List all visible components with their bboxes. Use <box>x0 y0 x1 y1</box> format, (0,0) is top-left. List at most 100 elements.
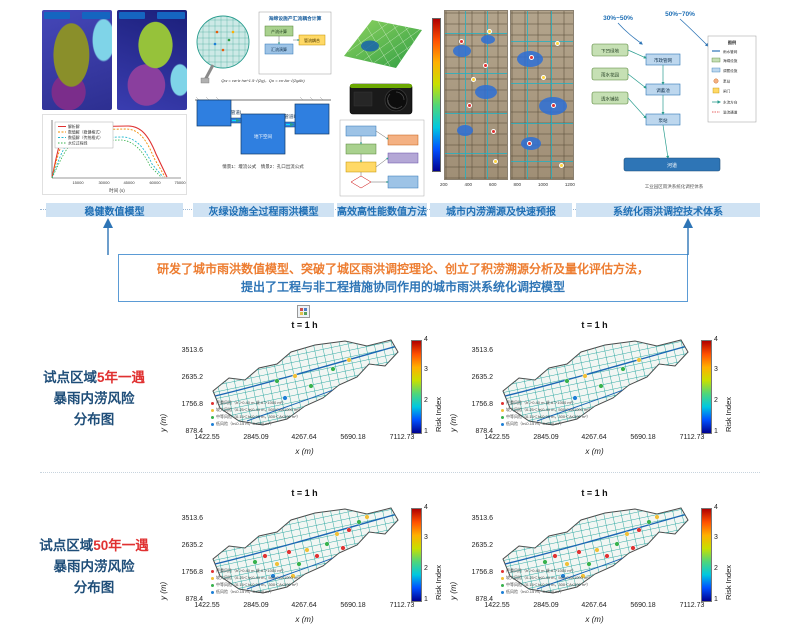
risk-map-panel: t = 1 h y (m) 3513.6 2635.2 1756.8 878.4… <box>447 488 735 630</box>
risk-map-5yr-left: t = 1 h y (m) 3513.6 2635.2 1756.8 878.4… <box>157 320 445 462</box>
pipe-label-1: 管道Ⅰ <box>231 109 241 116</box>
legend-entry: 泵站 <box>723 79 731 84</box>
legend-dot-blue <box>211 422 214 426</box>
flow-box: 产流计算 <box>271 28 287 34</box>
legend-label: 中等风险（0.15＜h≤0.25 m，300＜A≤500 m²） <box>506 414 591 419</box>
y-tick: 3513.6 <box>471 347 493 354</box>
colorbar-tick: 2 <box>424 565 428 572</box>
x-tick: 60000 <box>149 180 161 185</box>
method-label-robust-model: 稳健数值模型 <box>46 203 183 218</box>
colorbar-tick: 1 <box>714 596 718 603</box>
scenario-line-3: 分布图 <box>73 579 115 595</box>
legend-entry: 水流方向 <box>723 100 738 105</box>
summary-box: 研发了城市雨洪数值模型、突破了城区雨洪调控理论、创立了积涝溯源分析及量化评估方法… <box>118 254 688 302</box>
green-box: 雨水花园 <box>601 72 619 79</box>
x-tick: 5690.18 <box>630 434 656 441</box>
x-tick: 30000 <box>98 180 110 185</box>
legend-label: 中等风险（0.15＜h≤0.25 m，300＜A≤500 m²） <box>216 414 301 419</box>
figure-tool-icon <box>297 305 310 318</box>
diagram-caption: 工业园区雨洪系统化调控体系 <box>645 183 704 190</box>
method-label-tracing-forecast: 城市内涝溯源及快速预报 <box>430 203 572 218</box>
colorbar-label: Risk Index <box>434 396 443 432</box>
legend-dot-red <box>501 401 504 405</box>
legend-label: 中等风险（0.15＜h≤0.25 m，300＜A≤500 m²） <box>216 582 301 587</box>
legend-row: 较大风险（0.25＜h≤0.40 m，500＜A≤1000 m²） <box>211 407 303 413</box>
legend-row: 低风险（h≤0.15 m，A≤300 m²） <box>211 589 303 595</box>
legend-label: 严重风险（h＞0.40 m 或 A＞1000 m²） <box>506 568 577 573</box>
legend-entry: 海绵设施 <box>723 58 738 63</box>
risk-map-5yr-right: t = 1 h y (m) 3513.6 2635.2 1756.8 878.4… <box>447 320 735 462</box>
grey-box: 调蓄池 <box>656 87 670 94</box>
return-period-text: 5年一遇 <box>96 370 145 385</box>
colorbar-label: Risk Index <box>724 396 733 432</box>
diagram-legend: 图例 雨水管网 海绵设施 调蓄设施 泵站 闸门 水流方向 溢流通道 <box>707 35 757 123</box>
y-tick: 2635.2 <box>471 374 493 381</box>
depth-colorbar <box>432 18 441 172</box>
x-tick: 1422.55 <box>484 602 510 609</box>
y-tick: 878.4 <box>185 428 203 435</box>
colorbar-tick: 4 <box>424 336 428 343</box>
legend-row: 低风险（h≤0.15 m，A≤300 m²） <box>501 421 593 427</box>
model-result-maps <box>42 10 187 110</box>
scenario-label-50yr: 试点区域50年一遇 暴雨内涝风险 分布图 <box>30 536 158 599</box>
legend-dot-blue <box>501 422 504 426</box>
legend-label: 低风险（h≤0.15 m，A≤300 m²） <box>216 421 274 426</box>
grey-box: 泵站 <box>659 117 668 124</box>
y-axis-label: y (m) <box>449 581 458 600</box>
legend-label: 较大风险（0.25＜h≤0.40 m，500＜A≤1000 m²） <box>216 575 303 580</box>
risk-index-colorbar <box>411 340 422 434</box>
panel-grey-green-model-figure: 海绵设施产汇流耦合计算 产流计算 汇流演算 管流耦合 Qw = cw·b·hw^… <box>193 10 333 200</box>
region-text: 试点区域 <box>42 370 97 385</box>
y-tick: 3513.6 <box>181 347 203 354</box>
green-box: 透水铺装 <box>601 96 619 103</box>
legend-entry: 调蓄设施 <box>723 68 738 73</box>
risk-legend: 严重风险（h＞0.40 m 或 A＞1000 m²） 较大风险（0.25＜h≤0… <box>211 568 303 595</box>
legend-row: 中等风险（0.15＜h≤0.25 m，300＜A≤500 m²） <box>211 582 303 588</box>
x-tick: 2845.09 <box>243 434 269 441</box>
map-title: t = 1 h <box>581 320 608 330</box>
chart-legend-entry: 数值解（传统格式） <box>68 135 103 140</box>
y-tick: 3513.6 <box>181 515 203 522</box>
chart-legend-entry: 水位过程线 <box>68 141 88 146</box>
y-tick: 1756.8 <box>471 569 493 576</box>
x-tick: 400 <box>464 182 472 187</box>
y-tick: 2635.2 <box>181 374 203 381</box>
panel-robust-model-figure: 解析解 数值解（稳健格式） 数值解（传统格式） 水位过程线 15000 3000… <box>42 10 187 200</box>
risk-legend: 严重风险（h＞0.40 m 或 A＞1000 m²） 较大风险（0.25＜h≤0… <box>501 568 593 595</box>
legend-dot-green <box>211 583 214 587</box>
scenario-line-2: 暴雨内涝风险 <box>53 390 135 406</box>
legend-label: 低风险（h≤0.15 m，A≤300 m²） <box>216 589 274 594</box>
panel-inundation-tracing-figure: 200 400 600 800 1000 1200 <box>430 8 575 200</box>
x-tick: 1422.55 <box>194 434 220 441</box>
chart-legend-entry: 数值解（稳健格式） <box>68 130 103 135</box>
legend-label: 较大风险（0.25＜h≤0.40 m，500＜A≤1000 m²） <box>506 407 593 412</box>
method-label-text: 城市内涝溯源及快速预报 <box>446 206 556 218</box>
map-caption-chip <box>157 12 185 19</box>
colorbar-tick: 1 <box>714 428 718 435</box>
legend-dot-red <box>211 401 214 405</box>
x-tick: 5690.18 <box>340 434 366 441</box>
y-tick: 2635.2 <box>181 542 203 549</box>
aerial-photo-b <box>510 10 574 180</box>
legend-label: 严重风险（h＞0.40 m 或 A＞1000 m²） <box>506 400 577 405</box>
legend-label: 较大风险（0.25＜h≤0.40 m，500＜A≤1000 m²） <box>506 575 593 580</box>
river-box: 河道 <box>667 162 677 169</box>
panel-regulation-system-figure: 30%~50% 50%~70% 下凹绿地 雨水花园 透水铺装 市政管网 调蓄池 … <box>588 8 760 200</box>
colorbar-label: Risk Index <box>434 564 443 600</box>
legend-row: 严重风险（h＞0.40 m 或 A＞1000 m²） <box>501 568 593 574</box>
x-tick: 5690.18 <box>340 602 366 609</box>
legend-dot-green <box>501 583 504 587</box>
x-axis-label: x (m) <box>585 447 604 456</box>
legend-dot-blue <box>501 590 504 594</box>
scenario-line-1: 试点区域50年一遇 <box>30 536 158 557</box>
summary-line-1: 研发了城市雨洪数值模型、突破了城区雨洪调控理论、创立了积涝溯源分析及量化评估方法… <box>156 262 649 276</box>
grey-green-figure: 海绵设施产汇流耦合计算 产流计算 汇流演算 管流耦合 Qw = cw·b·hw^… <box>195 11 332 170</box>
legend-dot-red <box>211 569 214 573</box>
legend-row: 严重风险（h＞0.40 m 或 A＞1000 m²） <box>211 568 303 574</box>
colorbar-tick: 2 <box>424 397 428 404</box>
legend-label: 低风险（h≤0.15 m，A≤300 m²） <box>506 589 564 594</box>
hpc-figure <box>339 20 425 197</box>
reduction-pct-2: 50%~70% <box>665 11 695 18</box>
colorbar-tick: 3 <box>424 366 428 373</box>
legend-dot-green <box>211 415 214 419</box>
